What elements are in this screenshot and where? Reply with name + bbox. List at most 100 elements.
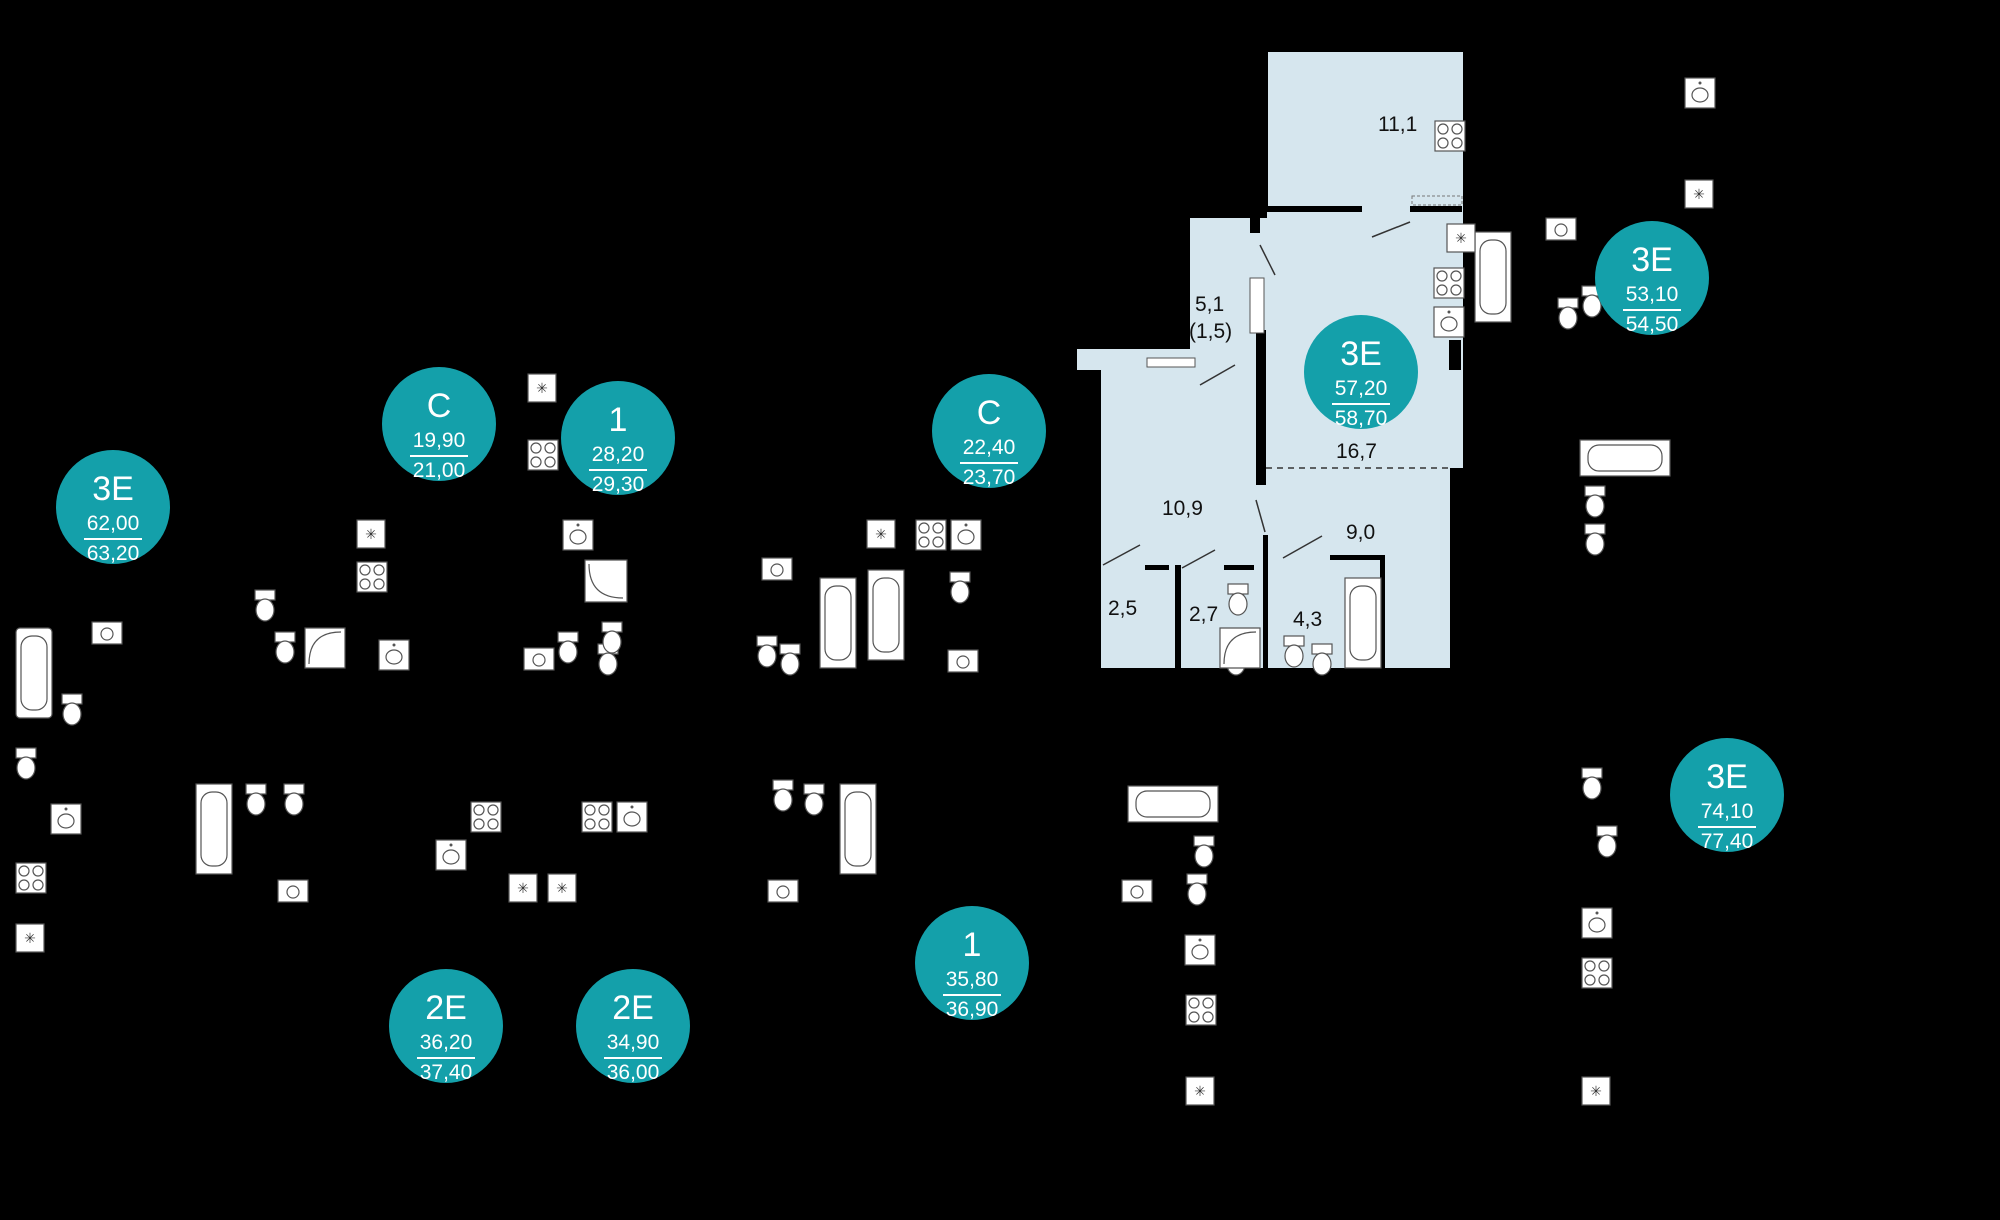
apartment-badge-3e-74[interactable]: 3Е 74,10 77,40: [1670, 738, 1784, 853]
apartment-living-area: 35,80: [943, 968, 1001, 996]
sink-icon: [950, 519, 982, 551]
sink-icon: [1684, 77, 1716, 109]
apartment-code: 1: [962, 926, 982, 964]
apartment-badge-1-35[interactable]: 1 35,80 36,90: [915, 906, 1029, 1021]
svg-text:✳: ✳: [1194, 1084, 1206, 1100]
apartment-living-area: 22,40: [960, 436, 1018, 464]
apartment-living-area: 57,20: [1332, 377, 1390, 405]
svg-text:✳: ✳: [1455, 231, 1467, 247]
room-area-label: (1,5): [1189, 320, 1233, 343]
toilet-icon: [1596, 825, 1618, 858]
sink-icon: [1581, 907, 1613, 939]
sink-icon: [616, 801, 648, 833]
sink-icon: [50, 803, 82, 835]
apartment-badge-3e-57[interactable]: 3Е 57,20 58,70: [1304, 315, 1418, 430]
apartment-code: 3Е: [1631, 241, 1673, 279]
toilet-icon: [274, 631, 296, 664]
selected-apartment-floor[interactable]: [1077, 52, 1463, 668]
toilet-icon: [1186, 873, 1208, 906]
apartment-code: 3Е: [1340, 335, 1382, 373]
sink-icon: [435, 839, 467, 871]
vent-icon: ✳: [1581, 1076, 1611, 1106]
washer-icon: [947, 649, 979, 673]
shower-icon: [304, 627, 346, 669]
apartment-badge-c-22[interactable]: С 22,40 23,70: [932, 374, 1046, 489]
toilet-icon: [756, 635, 778, 668]
shower-icon: [1219, 627, 1261, 669]
apartment-badge-3e-53[interactable]: 3Е 53,10 54,50: [1595, 221, 1709, 336]
apartment-total-area: 63,20: [86, 542, 140, 565]
vent-icon: ✳: [547, 873, 577, 903]
vent-icon: ✳: [508, 873, 538, 903]
apartment-code: С: [426, 387, 452, 425]
toilet-icon: [557, 631, 579, 664]
washer-icon: [767, 879, 799, 903]
stove-icon: [470, 801, 502, 833]
apartment-living-area: 36,20: [417, 1031, 475, 1059]
vent-icon: ✳: [15, 923, 45, 953]
apartment-badge-3e-62[interactable]: 3Е 62,00 63,20: [56, 450, 170, 565]
washer-icon: [277, 879, 309, 903]
washer-icon: [1121, 879, 1153, 903]
toilet-icon: [779, 643, 801, 676]
washer-icon: [523, 647, 555, 671]
svg-text:✳: ✳: [536, 381, 548, 397]
toilet-icon: [1227, 583, 1249, 616]
apartment-badge-c-19[interactable]: С 19,90 21,00: [382, 367, 496, 482]
apartment-code: 2Е: [425, 989, 467, 1027]
sink-icon: [1184, 934, 1216, 966]
stove-icon: [15, 120, 1613, 1026]
toilet-icon: [1581, 285, 1603, 318]
stove-icon: [527, 439, 559, 471]
apartment-code: 1: [608, 401, 628, 439]
vent-icon: ✳✳✳✳✳✳✳✳✳✳: [15, 179, 1714, 1106]
shower-icon: [584, 559, 628, 603]
room-area-label: 11,1: [1378, 113, 1418, 136]
svg-text:✳: ✳: [365, 527, 377, 543]
toilet-icon: [1584, 485, 1606, 518]
sink-icon: [562, 519, 594, 551]
bathtub-icon: [819, 577, 857, 669]
svg-text:✳: ✳: [517, 881, 529, 897]
toilet-icon: [803, 783, 825, 816]
room-area-label: 9,0: [1346, 521, 1376, 544]
bathtub-icon: [1579, 439, 1671, 477]
apartment-code: 3Е: [1706, 758, 1748, 796]
toilet-icon: [1283, 635, 1305, 668]
room-area-label: 5,1: [1195, 293, 1225, 316]
vent-icon: ✳: [356, 519, 386, 549]
apartment-total-area: 21,00: [412, 459, 466, 482]
apartment-badge-2e-36[interactable]: 2Е 36,20 37,40: [389, 969, 503, 1084]
bathtub-icon: [1344, 577, 1382, 669]
vent-icon: ✳: [1185, 1076, 1215, 1106]
apartment-total-area: 29,30: [591, 473, 645, 496]
apartment-total-area: 77,40: [1700, 830, 1754, 853]
apartment-total-area: 36,90: [945, 998, 999, 1021]
toilet-icon: [949, 571, 971, 604]
svg-text:✳: ✳: [24, 931, 36, 947]
apartment-total-area: 37,40: [419, 1061, 473, 1084]
toilet-icon: [1311, 643, 1333, 676]
washer-icon: [761, 557, 793, 581]
stove-icon: [915, 519, 947, 551]
toilet-icon: [245, 783, 267, 816]
apartment-living-area: 34,90: [604, 1031, 662, 1059]
toilet-icon: [1193, 835, 1215, 868]
apartment-total-area: 36,00: [606, 1061, 660, 1084]
bathtub-icon: [867, 569, 905, 661]
apartment-badge-2e-34[interactable]: 2Е 34,90 36,00: [576, 969, 690, 1084]
room-area-label: 2,7: [1189, 603, 1219, 626]
toilet-icon: [1557, 297, 1579, 330]
stove-icon: [15, 862, 47, 894]
toilet-icon: [283, 783, 305, 816]
sink-icon: [50, 77, 1716, 966]
apartment-living-area: 19,90: [410, 429, 468, 457]
apartment-total-area: 54,50: [1625, 313, 1679, 336]
apartment-code: С: [976, 394, 1002, 432]
apartment-badge-1-28[interactable]: 1 28,20 29,30: [561, 381, 675, 496]
bathtub-icon: [195, 783, 233, 875]
toilet-icon: [61, 693, 83, 726]
sink-icon: [1433, 306, 1465, 338]
stove-icon: [1433, 267, 1465, 299]
